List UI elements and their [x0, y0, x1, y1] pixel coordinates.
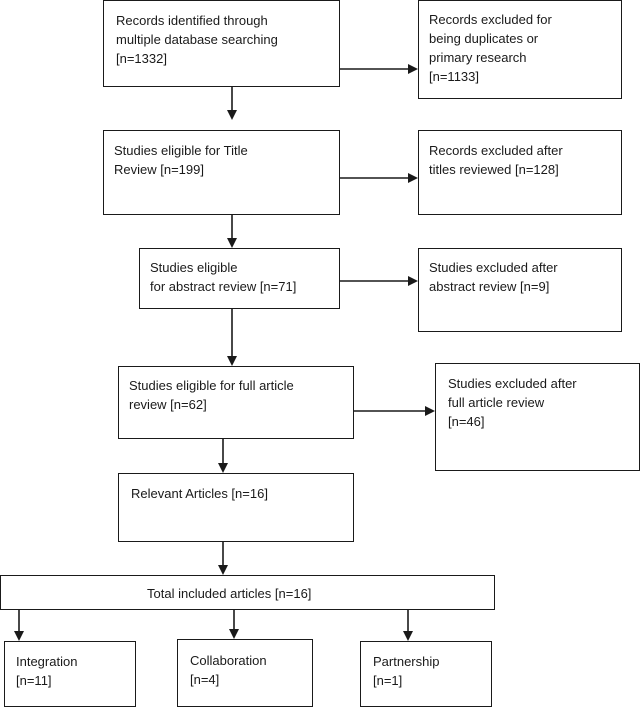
relevant-articles-box: Relevant Articles [n=16] [118, 473, 354, 542]
total-included-text: Total included articles [n=16] [147, 586, 312, 601]
title-review-box: Studies eligible for Title Review [n=199… [103, 130, 340, 215]
partnership-text: Partnership [n=1] [373, 654, 440, 688]
excluded-abstract-text: Studies excluded after abstract review [… [429, 260, 558, 294]
excluded-full-box: Studies excluded after full article revi… [435, 363, 640, 471]
arrowhead [408, 64, 418, 74]
full-review-text: Studies eligible for full article review… [129, 378, 294, 412]
excluded-titles-text: Records excluded after titles reviewed [… [429, 143, 563, 177]
collaboration-box: Collaboration [n=4] [177, 639, 313, 707]
arrowhead [218, 565, 228, 575]
abstract-review-text: Studies eligible for abstract review [n=… [150, 260, 297, 294]
arrowhead [229, 629, 239, 639]
excluded-duplicates-text: Records excluded for being duplicates or… [429, 12, 552, 84]
partnership-box: Partnership [n=1] [360, 641, 492, 707]
arrowhead [218, 463, 228, 473]
integration-box: Integration [n=11] [4, 641, 136, 707]
excluded-titles-box: Records excluded after titles reviewed [… [418, 130, 622, 215]
collaboration-text: Collaboration [n=4] [190, 653, 267, 687]
relevant-articles-text: Relevant Articles [n=16] [131, 486, 268, 501]
arrowhead [408, 276, 418, 286]
arrowhead [425, 406, 435, 416]
records-identified-text: Records identified through multiple data… [116, 13, 278, 66]
total-included-box: Total included articles [n=16] [0, 575, 495, 610]
excluded-abstract-box: Studies excluded after abstract review [… [418, 248, 622, 332]
full-review-box: Studies eligible for full article review… [118, 366, 354, 439]
arrowhead [408, 173, 418, 183]
records-identified-box: Records identified through multiple data… [103, 0, 340, 87]
abstract-review-box: Studies eligible for abstract review [n=… [139, 248, 340, 309]
excluded-full-text: Studies excluded after full article revi… [448, 376, 577, 429]
title-review-text: Studies eligible for Title Review [n=199… [114, 143, 248, 177]
integration-text: Integration [n=11] [16, 654, 78, 688]
excluded-duplicates-box: Records excluded for being duplicates or… [418, 0, 622, 99]
arrowhead [403, 631, 413, 641]
arrowhead [14, 631, 24, 641]
arrowhead [227, 110, 237, 120]
arrowhead [227, 356, 237, 366]
arrowhead [227, 238, 237, 248]
